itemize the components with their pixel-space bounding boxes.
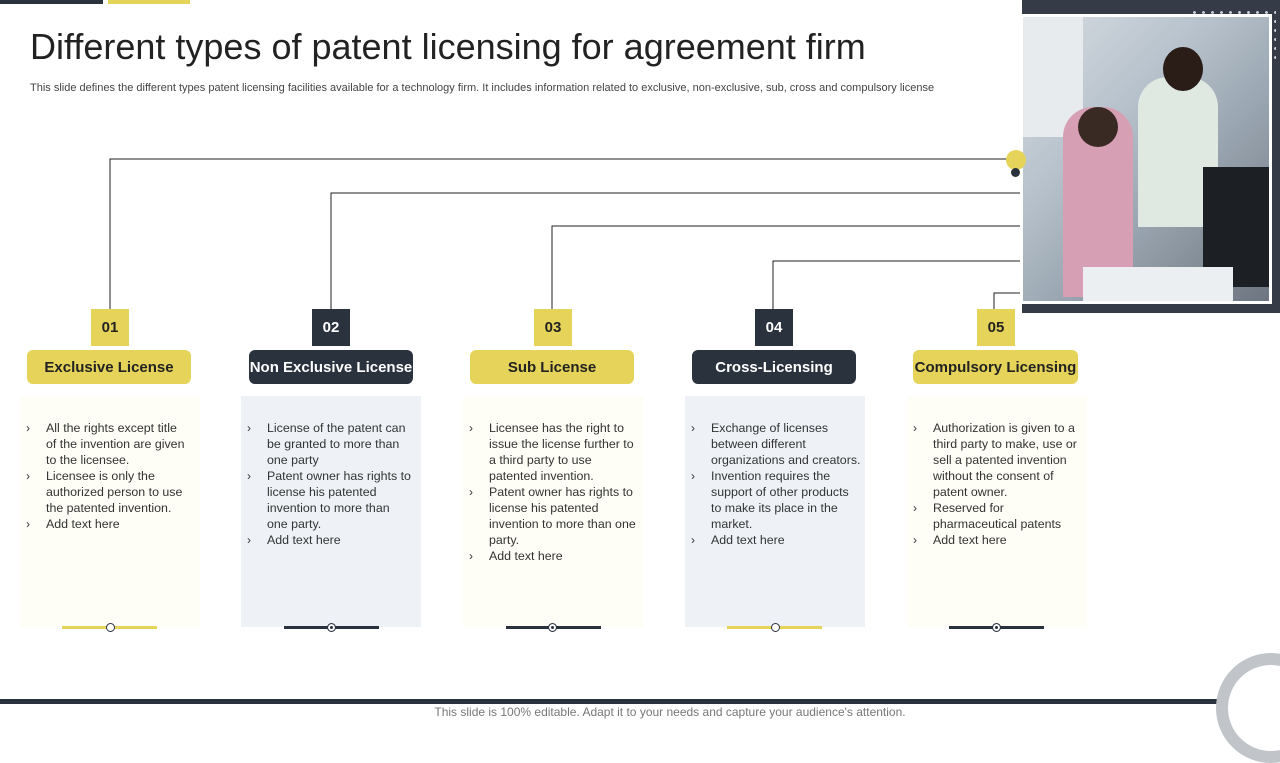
license-point: Licensee has the right to issue the lice… bbox=[463, 420, 637, 484]
connector-line-02 bbox=[331, 193, 1020, 309]
office-team-photo bbox=[1020, 14, 1272, 304]
license-points-list: All the rights except title of the inven… bbox=[20, 420, 188, 532]
slide-title: Different types of patent licensing for … bbox=[30, 26, 866, 68]
license-point: Authorization is given to a third party … bbox=[907, 420, 1079, 500]
connector-line-03 bbox=[552, 226, 1020, 309]
top-accent-dark bbox=[0, 0, 103, 4]
connector-line-01 bbox=[110, 159, 1016, 309]
license-point: Licensee is only the authorized person t… bbox=[20, 468, 188, 516]
license-points-list: License of the patent can be granted to … bbox=[241, 420, 411, 548]
license-point: Add text here bbox=[463, 548, 637, 564]
footer-note: This slide is 100% editable. Adapt it to… bbox=[0, 705, 1280, 719]
license-number-03: 03 bbox=[534, 309, 572, 346]
license-point: Invention requires the support of other … bbox=[685, 468, 861, 532]
connector-line-04 bbox=[773, 261, 1020, 309]
license-point: Patent owner has rights to license his p… bbox=[463, 484, 637, 548]
license-label-exclusive: Exclusive License bbox=[27, 350, 191, 384]
connector-line-05 bbox=[994, 293, 1020, 309]
connector-hub-yellow-dot bbox=[1006, 150, 1026, 170]
license-point: Add text here bbox=[241, 532, 411, 548]
license-card-cross: Exchange of licenses between different o… bbox=[685, 396, 865, 627]
card-slider-knob bbox=[327, 623, 336, 632]
license-number-05: 05 bbox=[977, 309, 1015, 346]
license-point: Add text here bbox=[907, 532, 1079, 548]
license-number-01: 01 bbox=[91, 309, 129, 346]
license-label-non-exclusive: Non Exclusive License bbox=[249, 350, 413, 384]
license-number-02: 02 bbox=[312, 309, 350, 346]
license-label-sub: Sub License bbox=[470, 350, 634, 384]
license-card-non-exclusive: License of the patent can be granted to … bbox=[241, 396, 421, 627]
license-points-list: Authorization is given to a third party … bbox=[907, 420, 1079, 548]
license-card-sub: Licensee has the right to issue the lice… bbox=[463, 396, 643, 627]
license-point: License of the patent can be granted to … bbox=[241, 420, 411, 468]
corner-ring-decoration bbox=[1216, 653, 1280, 763]
top-accent-yellow bbox=[108, 0, 190, 4]
connector-hub-dark-dot bbox=[1011, 168, 1020, 177]
license-label-compulsory: Compulsory Licensing bbox=[913, 350, 1078, 384]
license-label-cross: Cross-Licensing bbox=[692, 350, 856, 384]
license-point: Add text here bbox=[685, 532, 861, 548]
license-number-04: 04 bbox=[755, 309, 793, 346]
license-point: Reserved for pharmaceutical patents bbox=[907, 500, 1079, 532]
license-card-compulsory: Authorization is given to a third party … bbox=[907, 396, 1087, 627]
license-point: Exchange of licenses between different o… bbox=[685, 420, 861, 468]
license-card-exclusive: All the rights except title of the inven… bbox=[20, 396, 200, 627]
license-points-list: Exchange of licenses between different o… bbox=[685, 420, 861, 548]
footer-bar bbox=[0, 699, 1222, 704]
card-slider-knob bbox=[106, 623, 115, 632]
card-slider-knob bbox=[548, 623, 557, 632]
license-points-list: Licensee has the right to issue the lice… bbox=[463, 420, 637, 564]
card-slider-knob bbox=[992, 623, 1001, 632]
card-slider-knob bbox=[771, 623, 780, 632]
license-point: Patent owner has rights to license his p… bbox=[241, 468, 411, 532]
slide-subtitle: This slide defines the different types p… bbox=[30, 82, 1030, 94]
license-point: Add text here bbox=[20, 516, 188, 532]
license-point: All the rights except title of the inven… bbox=[20, 420, 188, 468]
